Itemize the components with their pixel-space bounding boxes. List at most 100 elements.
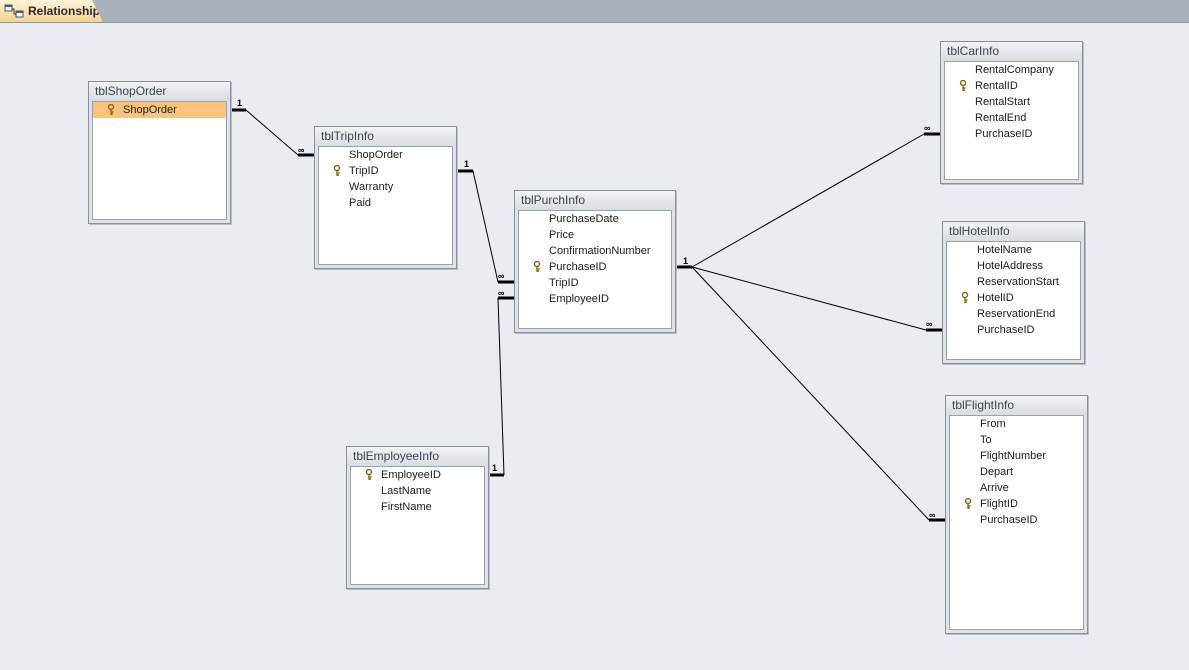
field-name: HotelAddress: [977, 260, 1044, 272]
field-name: HotelName: [977, 244, 1033, 256]
tab-label: Relationships: [28, 4, 107, 18]
field-list[interactable]: PurchaseDate Price ConfirmationNumber Pu…: [518, 210, 672, 329]
field-name: ShopOrder: [123, 104, 177, 116]
field-row[interactable]: LastName: [351, 483, 484, 499]
field-name: Depart: [980, 466, 1014, 478]
field-row[interactable]: TripID: [519, 275, 671, 291]
table-tblTripInfo[interactable]: tblTripInfo ShopOrder TripID Warranty Pa…: [314, 126, 457, 269]
field-row[interactable]: RentalCompany: [945, 62, 1078, 78]
field-name: ConfirmationNumber: [549, 245, 651, 257]
field-row[interactable]: PurchaseID: [950, 512, 1083, 528]
field-row[interactable]: ShopOrder: [93, 102, 226, 118]
field-row[interactable]: EmployeeID: [351, 467, 484, 483]
field-name: ShopOrder: [349, 149, 403, 161]
relationship-lines: 1 ∞ 1 ∞ 1 ∞ 1 ∞: [230, 98, 945, 522]
field-name: Paid: [349, 197, 372, 209]
primary-key-icon: [365, 469, 373, 480]
field-row[interactable]: PurchaseID: [519, 259, 671, 275]
field-row[interactable]: ReservationEnd: [947, 306, 1080, 322]
field-row[interactable]: RentalID: [945, 78, 1078, 94]
cardinality-many: ∞: [298, 145, 305, 155]
field-row[interactable]: HotelName: [947, 242, 1080, 258]
table-title[interactable]: tblHotelInfo: [943, 222, 1084, 241]
cardinality-one: 1: [237, 98, 242, 108]
table-tblShopOrder[interactable]: tblShopOrder ShopOrder: [88, 81, 231, 224]
table-tblHotelInfo[interactable]: tblHotelInfo HotelName HotelAddress Rese…: [942, 221, 1085, 364]
field-row[interactable]: PurchaseID: [947, 322, 1080, 338]
primary-key-icon: [533, 261, 541, 272]
field-row[interactable]: RentalStart: [945, 94, 1078, 110]
field-list[interactable]: ShopOrder: [92, 101, 227, 220]
field-row[interactable]: EmployeeID: [519, 291, 671, 307]
field-row[interactable]: HotelID: [947, 290, 1080, 306]
field-row[interactable]: Arrive: [950, 480, 1083, 496]
field-name: TripID: [349, 165, 379, 177]
field-row[interactable]: FlightNumber: [950, 448, 1083, 464]
primary-key-icon: [107, 104, 115, 115]
field-row[interactable]: FirstName: [351, 499, 484, 515]
field-name: PurchaseID: [549, 261, 607, 273]
relationship-purch-hotel[interactable]: ∞: [691, 266, 942, 332]
relationships-canvas[interactable]: 1 ∞ 1 ∞ 1 ∞ 1 ∞: [0, 23, 1189, 670]
relationship-purch-flight[interactable]: ∞: [691, 266, 945, 522]
table-title[interactable]: tblEmployeeInfo: [347, 447, 488, 466]
primary-key-icon: [964, 498, 972, 509]
document-tab-bar: Relationships: [0, 0, 1189, 23]
cardinality-many: ∞: [498, 271, 505, 281]
table-tblPurchInfo[interactable]: tblPurchInfo PurchaseDate Price Confirma…: [514, 190, 676, 333]
field-row[interactable]: Warranty: [319, 179, 452, 195]
field-list[interactable]: HotelName HotelAddress ReservationStart …: [946, 241, 1081, 360]
field-row[interactable]: Paid: [319, 195, 452, 211]
field-row[interactable]: PurchaseDate: [519, 211, 671, 227]
field-name: Price: [549, 229, 575, 241]
field-list[interactable]: EmployeeID LastName FirstName: [350, 466, 485, 585]
field-row[interactable]: TripID: [319, 163, 452, 179]
table-title[interactable]: tblTripInfo: [315, 127, 456, 146]
relationships-tab[interactable]: Relationships: [0, 0, 103, 22]
field-name: To: [980, 434, 992, 446]
field-name: EmployeeID: [549, 293, 609, 305]
relationship-shop-trip[interactable]: 1 ∞: [230, 98, 314, 157]
cardinality-many: ∞: [929, 510, 936, 520]
relationship-employee-purch[interactable]: 1 ∞: [488, 288, 514, 477]
field-name: ReservationEnd: [977, 308, 1056, 320]
field-name: TripID: [549, 277, 579, 289]
field-row[interactable]: From: [950, 416, 1083, 432]
relationship-purch-car[interactable]: 1 ∞: [676, 123, 940, 269]
field-row[interactable]: RentalEnd: [945, 110, 1078, 126]
table-tblCarInfo[interactable]: tblCarInfo RentalCompany RentalID Rental…: [940, 41, 1083, 184]
field-name: PurchaseID: [980, 514, 1038, 526]
relationships-icon: [4, 4, 24, 18]
field-list[interactable]: RentalCompany RentalID RentalStart Renta…: [944, 61, 1079, 180]
field-name: FlightNumber: [980, 450, 1047, 462]
field-name: FirstName: [381, 501, 432, 513]
field-list[interactable]: From To FlightNumber Depart Arrive Fligh…: [949, 415, 1084, 630]
field-name: RentalEnd: [975, 112, 1027, 124]
table-title[interactable]: tblFlightInfo: [946, 396, 1087, 415]
field-row[interactable]: Price: [519, 227, 671, 243]
field-row[interactable]: ConfirmationNumber: [519, 243, 671, 259]
table-tblEmployeeInfo[interactable]: tblEmployeeInfo EmployeeID LastName Firs…: [346, 446, 489, 589]
field-row[interactable]: FlightID: [950, 496, 1083, 512]
field-row[interactable]: ReservationStart: [947, 274, 1080, 290]
field-row[interactable]: HotelAddress: [947, 258, 1080, 274]
primary-key-icon: [961, 292, 969, 303]
table-tblFlightInfo[interactable]: tblFlightInfo From To FlightNumber Depar…: [945, 395, 1088, 634]
table-title[interactable]: tblPurchInfo: [515, 191, 675, 210]
cardinality-many: ∞: [498, 288, 505, 298]
cardinality-many: ∞: [924, 123, 931, 133]
field-row[interactable]: To: [950, 432, 1083, 448]
relationship-trip-purch[interactable]: 1 ∞: [457, 159, 514, 284]
field-name: RentalCompany: [975, 64, 1054, 76]
field-name: RentalID: [975, 80, 1018, 92]
field-row[interactable]: PurchaseID: [945, 126, 1078, 142]
cardinality-one: 1: [683, 256, 688, 266]
table-title[interactable]: tblCarInfo: [941, 42, 1082, 61]
field-name: FlightID: [980, 498, 1018, 510]
field-list[interactable]: ShopOrder TripID Warranty Paid: [318, 146, 453, 265]
field-row[interactable]: Depart: [950, 464, 1083, 480]
field-name: PurchaseDate: [549, 213, 619, 225]
field-row[interactable]: ShopOrder: [319, 147, 452, 163]
table-title[interactable]: tblShopOrder: [89, 82, 230, 101]
field-name: Arrive: [980, 482, 1009, 494]
